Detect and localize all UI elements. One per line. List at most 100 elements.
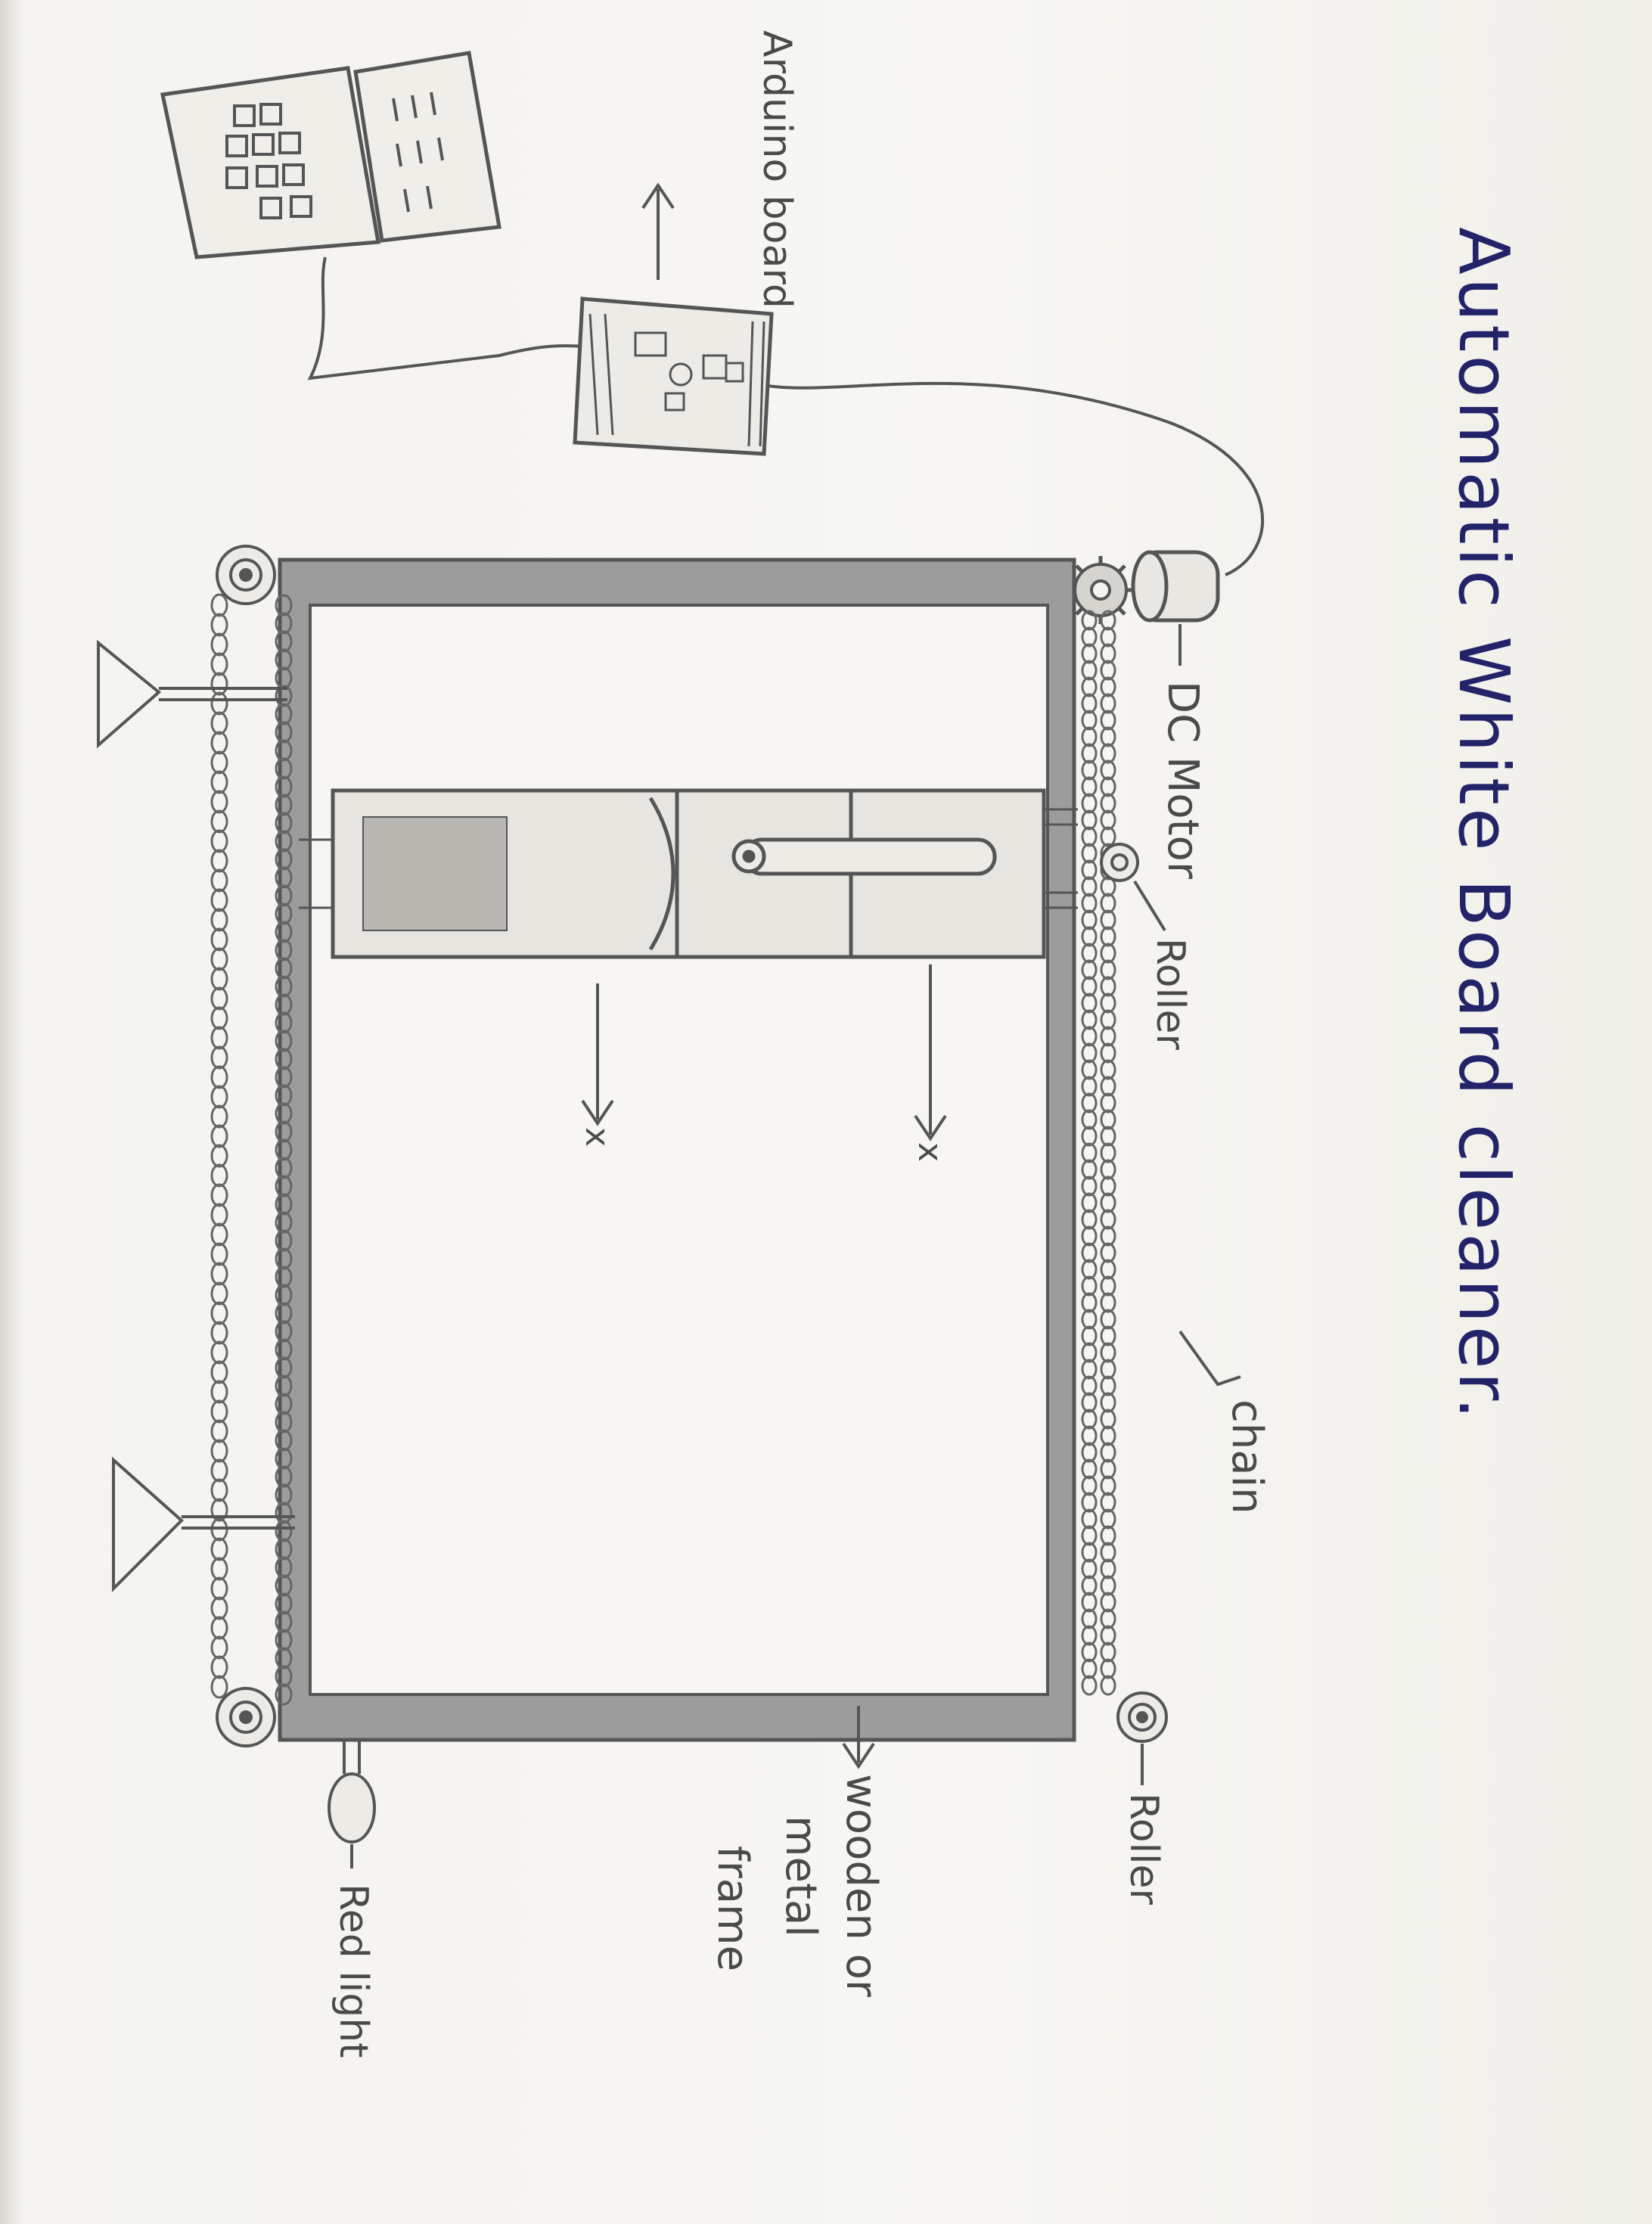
- chain-link: [212, 1086, 227, 1107]
- chain-link: [1082, 877, 1096, 896]
- chain-link: [1082, 927, 1096, 946]
- chain-link: [1082, 1194, 1096, 1212]
- chain-link: [1101, 1593, 1115, 1611]
- chain-link: [1101, 1660, 1115, 1678]
- svg-text:frame: frame: [708, 1846, 757, 1971]
- chain-link: [1101, 1110, 1115, 1129]
- chain-link: [1082, 944, 1096, 962]
- chain-label: chain: [1180, 1331, 1272, 1514]
- chain-link: [1101, 1510, 1115, 1528]
- chain-link: [1101, 1527, 1115, 1545]
- chain-link: [1082, 1127, 1096, 1145]
- chain-link: [1082, 728, 1096, 746]
- chain-link: [212, 634, 227, 655]
- chain-link: [212, 713, 227, 734]
- chain-link: [1101, 828, 1115, 846]
- chain-link: [1082, 1477, 1096, 1495]
- chain-link: [1082, 894, 1096, 912]
- chain-link: [1082, 1377, 1096, 1395]
- chain-link: [1082, 1094, 1096, 1112]
- chain-link: [1101, 1310, 1115, 1328]
- chain-link: [1101, 1061, 1115, 1079]
- chain-link: [1082, 1660, 1096, 1678]
- chain-link: [1101, 1244, 1115, 1262]
- chain-link: [1101, 728, 1115, 746]
- chain-link: [1082, 1227, 1096, 1245]
- chain-link: [212, 968, 227, 989]
- chain-link: [1101, 1410, 1115, 1428]
- chain-link: [212, 1617, 227, 1638]
- diagram-title: Automatic White Board cleaner.: [1443, 227, 1524, 1422]
- chain-link: [1101, 761, 1115, 779]
- chain-link: [1101, 661, 1115, 679]
- chain-link: [1082, 1510, 1096, 1528]
- chain-link: [212, 654, 227, 675]
- chain-link: [212, 1303, 227, 1324]
- chain-link: [212, 988, 227, 1009]
- chain-link: [212, 1283, 227, 1304]
- chain-link: [1082, 1061, 1096, 1079]
- chain-link: [1101, 794, 1115, 812]
- chain-link: [212, 1204, 227, 1225]
- chain-link: [1082, 844, 1096, 862]
- chain-link: [1082, 1277, 1096, 1295]
- chain-link: [212, 1480, 227, 1501]
- led-label: Red light: [331, 1844, 376, 2058]
- roller-icon: [217, 1688, 275, 1746]
- chain-link: [212, 1440, 227, 1461]
- chain-left-outer: [212, 595, 227, 1698]
- roller-label-top: Roller: [1135, 881, 1193, 1050]
- svg-text:Roller: Roller: [1121, 1793, 1166, 1905]
- chain-link: [1082, 994, 1096, 1012]
- chain-link: [1101, 811, 1115, 829]
- chain-link: [1101, 1643, 1115, 1661]
- chain-link: [1082, 1410, 1096, 1428]
- chain-link: [1101, 694, 1115, 713]
- chain-link: [1082, 1427, 1096, 1445]
- chain-link: [1082, 828, 1096, 846]
- chain-link: [1101, 977, 1115, 996]
- chain-link: [212, 1539, 227, 1560]
- chain-link: [1101, 1011, 1115, 1029]
- chain-link: [1082, 1543, 1096, 1561]
- chain-link: [212, 1185, 227, 1206]
- dc-motor-label: DC Motor: [1158, 624, 1207, 880]
- chain-link: [1082, 678, 1096, 696]
- chain-link: [212, 1126, 227, 1147]
- chain-link: [1082, 1177, 1096, 1195]
- chain-link: [1101, 1377, 1115, 1395]
- svg-text:wooden or: wooden or: [837, 1774, 886, 1998]
- chain-link: [1082, 1393, 1096, 1412]
- laptop-icon: [163, 53, 499, 257]
- whiteboard-frame: [280, 560, 1074, 1740]
- chain-link: [1082, 1676, 1096, 1694]
- chain-link: [212, 831, 227, 852]
- chain-link: [212, 752, 227, 773]
- svg-text:Arduino board: Arduino board: [754, 30, 800, 309]
- chain-link: [212, 673, 227, 694]
- chain-link: [1082, 1626, 1096, 1645]
- chain-link: [212, 1657, 227, 1678]
- chain-link: [1101, 1044, 1115, 1062]
- chain-link: [1082, 744, 1096, 763]
- chain-link: [1101, 1460, 1115, 1478]
- chain-link: [1082, 1327, 1096, 1345]
- chain-link: [1101, 744, 1115, 763]
- roller-icon: [1118, 1693, 1166, 1741]
- chain-link: [1101, 1427, 1115, 1445]
- chain-link: [212, 1145, 227, 1166]
- roller-label-bottom: Roller: [1121, 1744, 1166, 1905]
- roller-icon: [1101, 844, 1138, 881]
- chain-link: [1101, 1160, 1115, 1179]
- chain-link: [1101, 1343, 1115, 1362]
- chain-link: [212, 811, 227, 832]
- chain-link: [1101, 1077, 1115, 1095]
- chain-link: [212, 1263, 227, 1284]
- motor-cable: [768, 384, 1262, 575]
- chain-link: [212, 1067, 227, 1088]
- chain-link: [212, 1421, 227, 1442]
- chain-link: [1101, 711, 1115, 729]
- chain-link: [212, 595, 227, 616]
- chain-link: [1101, 1294, 1115, 1312]
